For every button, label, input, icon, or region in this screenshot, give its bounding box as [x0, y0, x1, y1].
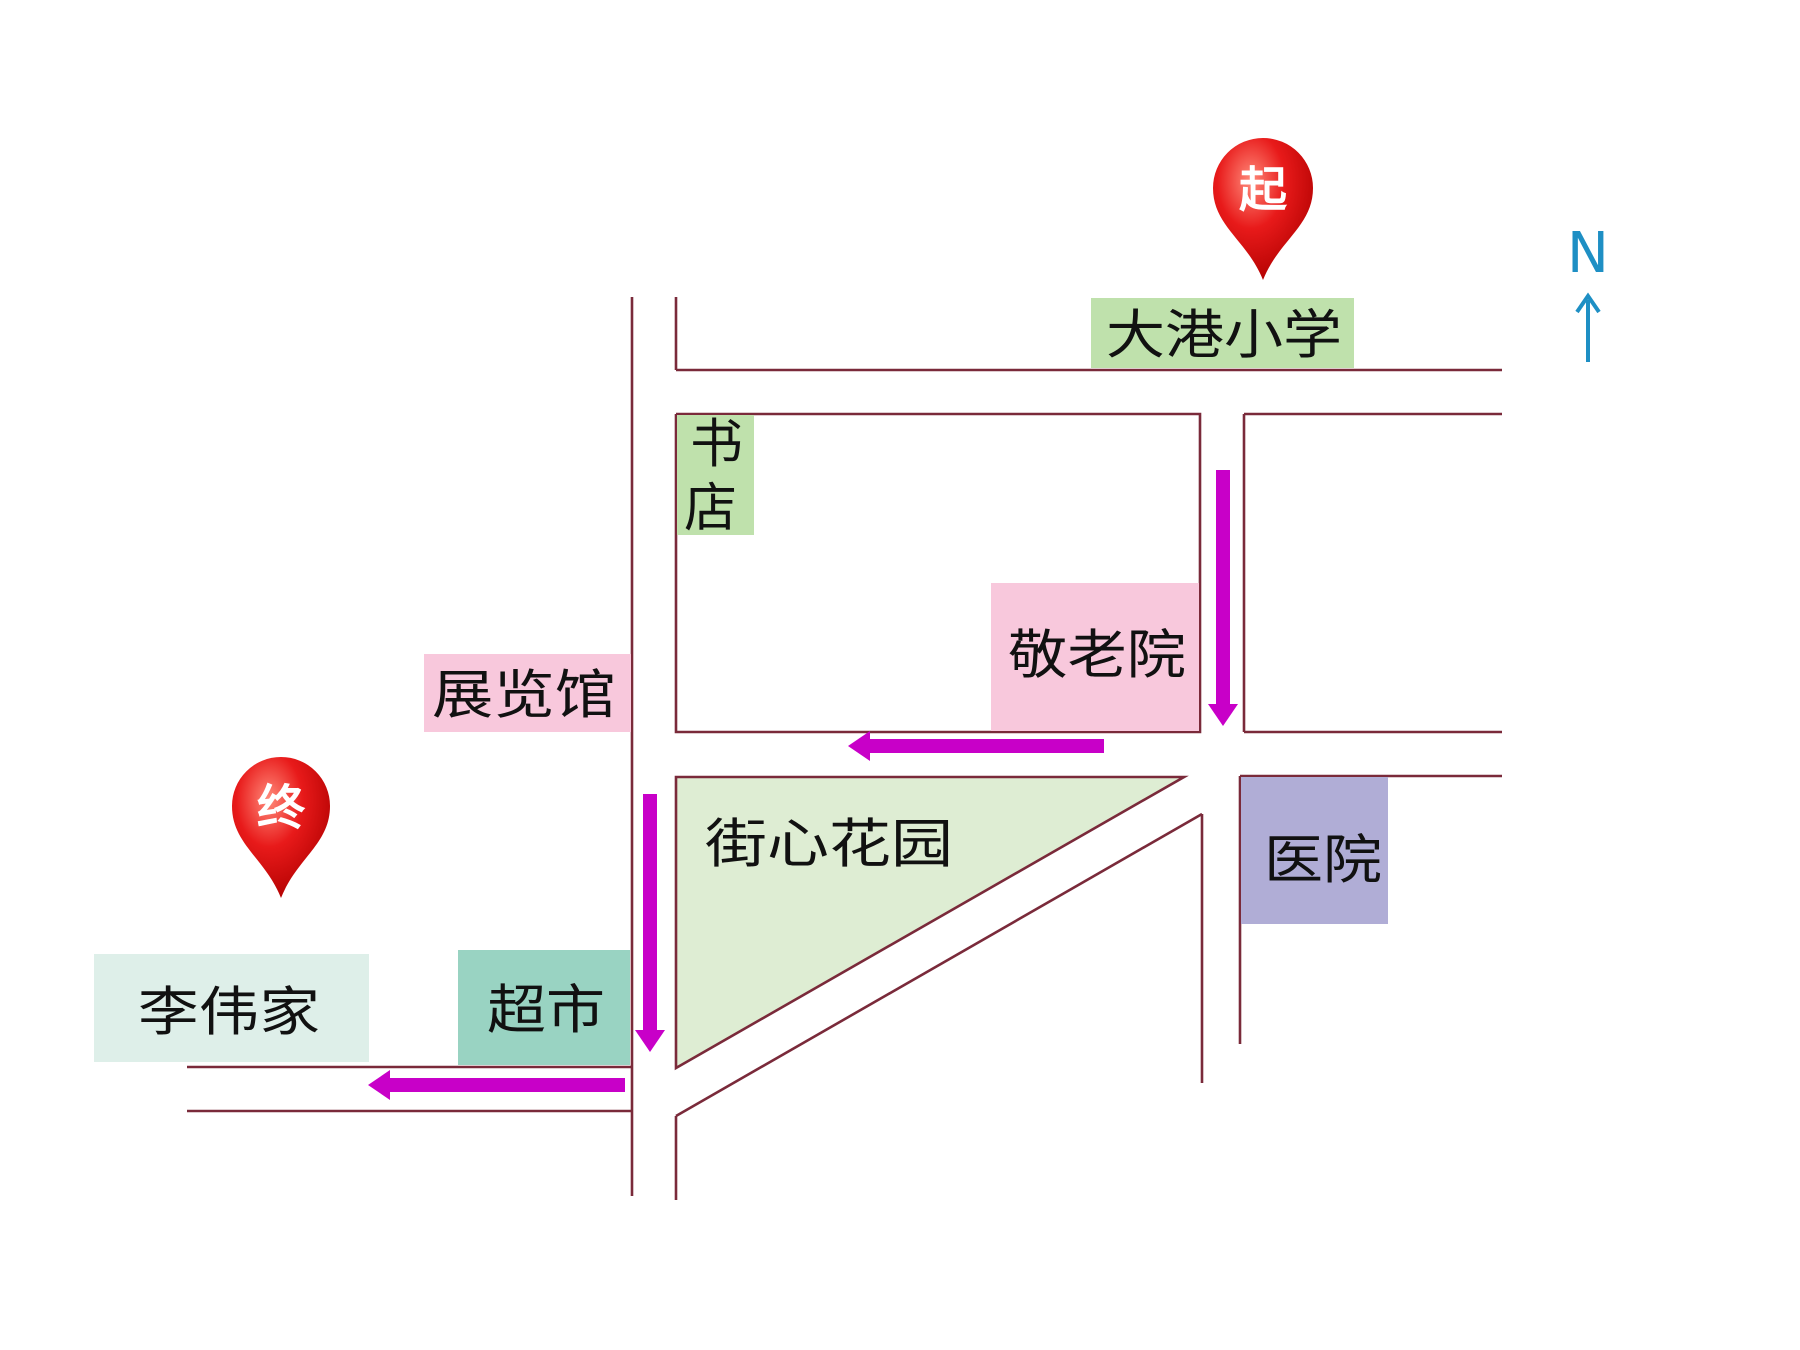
- block-northwest-outline: [674, 412, 1202, 734]
- compass: N: [1567, 221, 1609, 362]
- start-marker-pin-icon: [1213, 138, 1313, 280]
- place-labels: 大港小学 书 店 敬老院 展览馆 街心花园 医院 超市 李伟家: [94, 298, 1388, 1065]
- exhibition-hall-label: 展览馆: [432, 665, 616, 726]
- supermarket-label: 超市: [487, 980, 605, 1041]
- nursing-home-label: 敬老院: [1008, 625, 1186, 686]
- bookstore-label-char-1: 书: [690, 414, 743, 475]
- route-arrow-left-1-icon: [848, 731, 870, 761]
- end-marker: 终: [231, 756, 331, 898]
- garden-area: [674, 775, 1189, 1071]
- bookstore-label-char-2: 店: [684, 478, 737, 539]
- north-label: N: [1567, 221, 1609, 286]
- roads: [187, 297, 1502, 1200]
- start-marker: 起: [1213, 138, 1313, 280]
- road-diagonal-lower: [675, 812, 1203, 1118]
- garden-label: 街心花园: [705, 814, 953, 875]
- li-wei-home-box: [94, 954, 369, 1062]
- route-arrow-left-2-icon: [368, 1070, 390, 1100]
- school-label: 大港小学: [1106, 305, 1342, 366]
- exhibition-hall-box: [424, 654, 631, 732]
- north-arrowhead-icon: [1575, 292, 1601, 314]
- hospital-box: [1241, 777, 1388, 924]
- bookstore-box: [677, 415, 754, 535]
- hospital-label: 医院: [1264, 830, 1382, 891]
- route-arrow-down-1-icon: [1208, 704, 1238, 726]
- supermarket-box: [458, 950, 630, 1065]
- end-marker-label: 终: [257, 780, 306, 836]
- li-wei-home-label: 李伟家: [138, 982, 320, 1043]
- nursing-home-box: [991, 583, 1199, 731]
- school-box: [1091, 298, 1354, 368]
- start-marker-label: 起: [1239, 162, 1288, 218]
- route: [368, 470, 1238, 1100]
- route-arrow-down-2-icon: [635, 1030, 665, 1052]
- end-marker-pin-icon: [231, 756, 331, 898]
